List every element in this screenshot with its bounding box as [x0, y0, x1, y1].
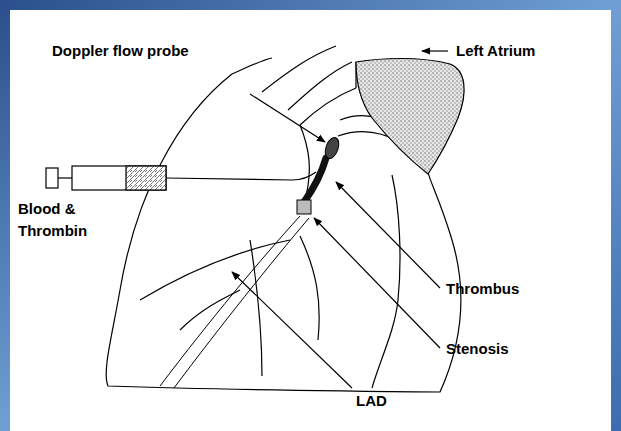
artery-label: LAD [356, 390, 387, 412]
lad-artery [160, 216, 309, 388]
thrombus [304, 158, 326, 202]
injectate-label: Blood & Thrombin [18, 198, 98, 242]
white-panel [10, 10, 611, 431]
thrombus-label: Thrombus [446, 278, 519, 300]
stenosis-label: Stenosis [446, 338, 509, 360]
syringe [46, 166, 316, 190]
leader-lines [232, 51, 448, 388]
stenosis-occluder [297, 200, 311, 214]
doppler-probe [323, 136, 342, 161]
probe-label: Doppler flow probe [52, 40, 189, 62]
left-atrium [356, 59, 464, 175]
atrium-label: Left Atrium [456, 40, 535, 62]
